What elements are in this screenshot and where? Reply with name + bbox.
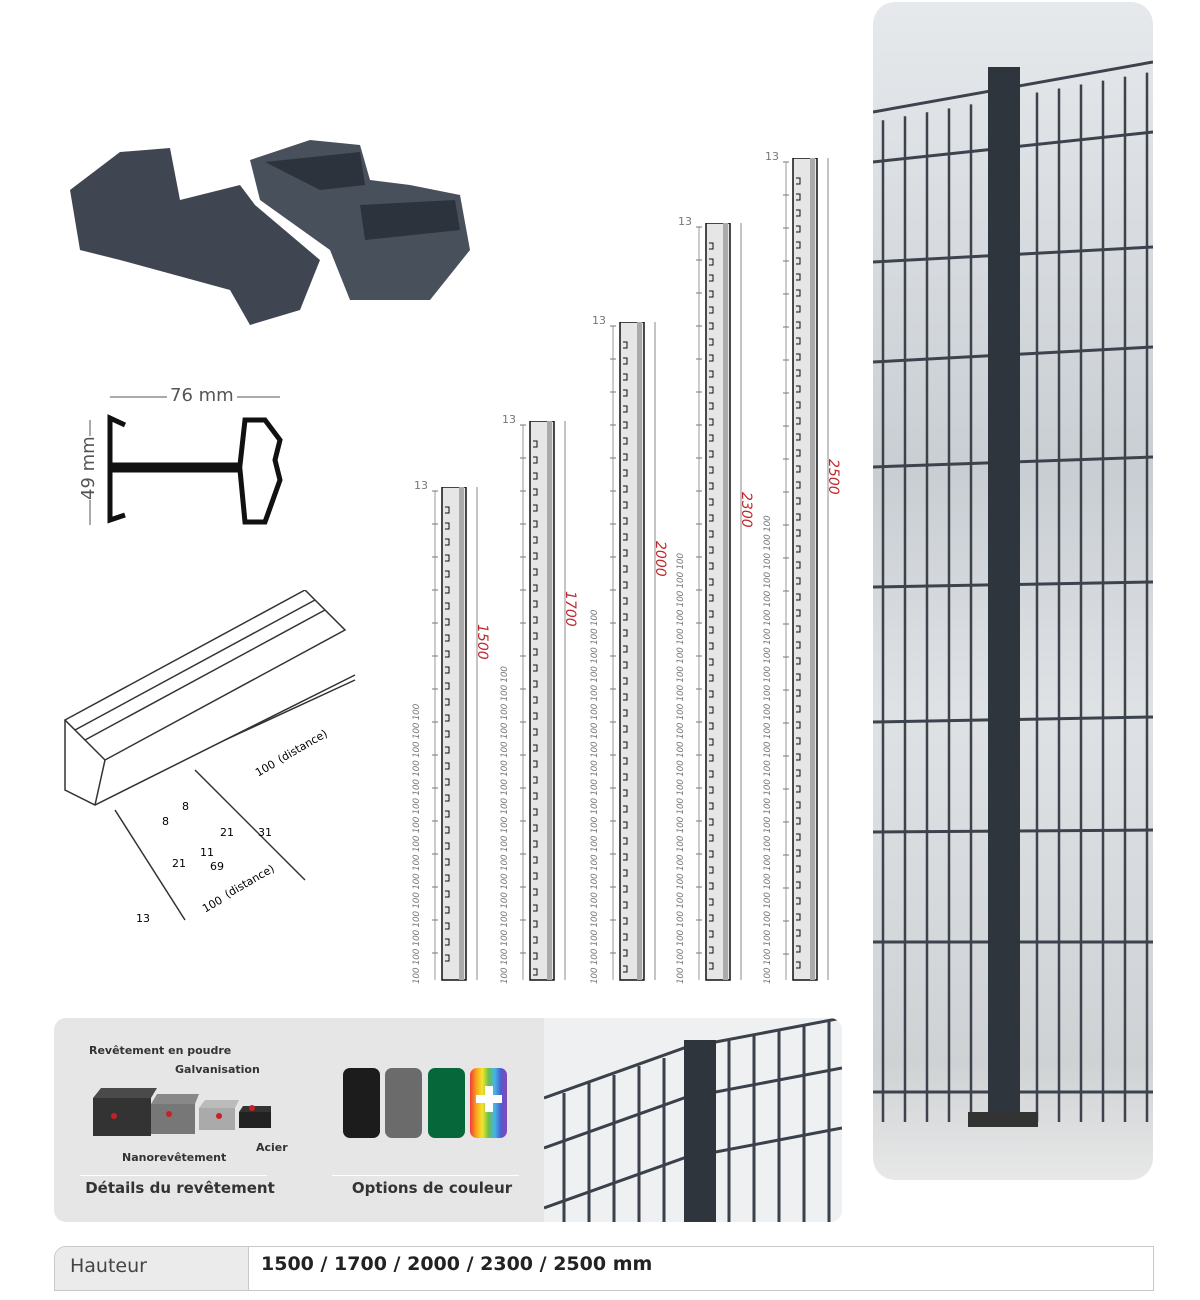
top-offset-label: 13 [502, 413, 516, 426]
color-swatch-green[interactable] [428, 1068, 465, 1138]
drawing-label: 21 [172, 857, 186, 870]
coating-title: Détails du revêtement [85, 1179, 275, 1197]
post-drawing [520, 421, 566, 981]
profile-width-label: 76 mm [167, 385, 237, 406]
post-height-label: 2500 [825, 459, 841, 495]
top-offset-label: 13 [678, 215, 692, 228]
top-offset-label: 13 [765, 150, 779, 163]
features-panel: Revêtement en poudre Galvanisation Nanor… [54, 1018, 842, 1222]
spacing-labels: 100 100 100 100 100 100 100 100 100 100 … [412, 703, 422, 984]
post-drawing [610, 322, 656, 981]
fence-closeup-photo [544, 1018, 842, 1222]
drawing-label: 13 [136, 912, 150, 925]
fence-photo [873, 2, 1153, 1180]
post-drawing [432, 487, 478, 981]
drawing-label: 21 [220, 826, 234, 839]
color-swatch-black[interactable] [343, 1068, 380, 1138]
top-offset-label: 13 [414, 479, 428, 492]
profile-height-label: 49 mm [78, 436, 99, 500]
post-height-label: 1700 [562, 590, 578, 627]
colors-title: Options de couleur [351, 1179, 513, 1197]
spec-table: Hauteur 1500 / 1700 / 2000 / 2300 / 2500… [54, 1246, 1154, 1291]
spacing-labels: 100 100 100 100 100 100 100 100 100 100 … [676, 553, 686, 984]
coating-layers-icon [93, 1088, 271, 1136]
coating-layer-label: Acier [256, 1141, 288, 1154]
post-drawing [783, 158, 829, 981]
post-cap-image [70, 140, 470, 325]
top-offset-label: 13 [592, 314, 606, 327]
color-swatch-grey[interactable] [385, 1068, 422, 1138]
spacing-labels: 100 100 100 100 100 100 100 100 100 100 … [590, 609, 600, 984]
drawing-label: 8 [182, 800, 189, 813]
color-swatch-custom[interactable] [470, 1068, 507, 1138]
spec-value-height: 1500 / 1700 / 2000 / 2300 / 2500 mm [261, 1253, 653, 1275]
spec-key-height: Hauteur [55, 1247, 249, 1290]
post-height-label: 2000 [652, 541, 668, 577]
drawing-label: 11 [200, 846, 214, 859]
coating-layer-label: Galvanisation [175, 1063, 260, 1076]
coating-layer-label: Revêtement en poudre [89, 1044, 232, 1057]
spacing-labels: 100 100 100 100 100 100 100 100 100 100 … [500, 666, 510, 984]
drawing-label: 31 [258, 826, 272, 839]
drawing-label: 69 [210, 860, 224, 873]
post-height-label: 1500 [474, 623, 490, 660]
drawing-label: 8 [162, 815, 169, 828]
post-drawing [696, 223, 742, 981]
post-technical-drawing [63, 590, 356, 921]
post-height-label: 2300 [738, 491, 754, 528]
coating-layer-label: Nanorevêtement [122, 1151, 227, 1164]
spacing-labels: 100 100 100 100 100 100 100 100 100 100 … [763, 515, 773, 984]
